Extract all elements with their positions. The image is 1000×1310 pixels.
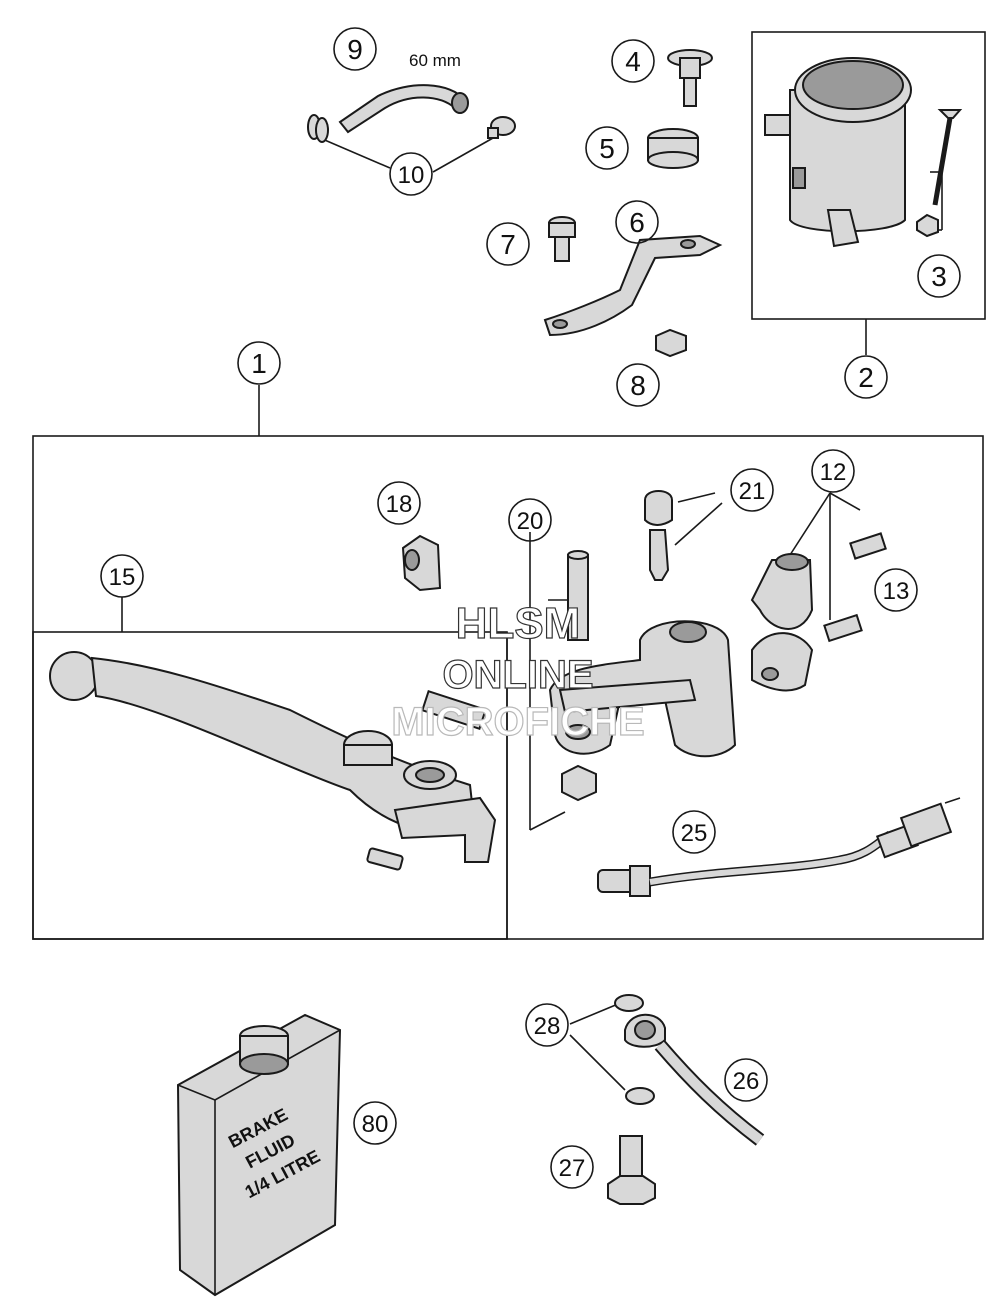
watermark-line1: HLSM — [456, 599, 581, 648]
long-screw-part — [937, 109, 963, 119]
spring-part — [366, 847, 404, 871]
hose-part — [338, 84, 467, 134]
callout-number: 27 — [559, 1155, 586, 1182]
callout-5: 5 — [585, 126, 629, 170]
callout-number: 15 — [109, 564, 136, 591]
callout-10: 10 — [389, 152, 433, 196]
callout-4: 4 — [611, 39, 655, 83]
bleed-nipple-part — [649, 529, 670, 581]
callout-13: 13 — [874, 568, 918, 612]
dimension-label: 60 mm — [409, 51, 461, 70]
clamp-part — [750, 559, 814, 630]
callout-number: 25 — [681, 820, 708, 847]
callout-number: 18 — [386, 491, 413, 518]
callout-number: 1 — [251, 348, 267, 379]
callout-number: 6 — [629, 207, 645, 238]
callout-26: 26 — [724, 1058, 768, 1102]
bleed-cap-part — [644, 490, 673, 526]
callout-1: 1 — [237, 341, 281, 385]
callout-3: 3 — [917, 254, 961, 298]
nut-part — [655, 328, 687, 358]
callout-number: 13 — [883, 578, 910, 605]
washer-part-bottom — [625, 1087, 655, 1105]
callout-15: 15 — [100, 554, 144, 598]
callout-number: 26 — [733, 1068, 760, 1095]
callout-number: 20 — [517, 508, 544, 535]
banjo-bolt-part — [607, 1135, 656, 1205]
lever-part — [49, 651, 497, 863]
callout-12: 12 — [811, 449, 855, 493]
master-cylinder-body — [548, 620, 737, 758]
callout-number: 3 — [931, 261, 947, 292]
callout-number: 4 — [625, 46, 641, 77]
brake-fluid-can: BRAKE FLUID 1/4 LITRE — [176, 1013, 342, 1297]
callout-8: 8 — [616, 363, 660, 407]
callout-number: 2 — [858, 362, 874, 393]
reservoir-frame — [751, 31, 986, 320]
callout-number: 5 — [599, 133, 615, 164]
reservoir-part — [764, 57, 912, 248]
small-nut-part — [916, 213, 939, 238]
watermark-line3: MICROFICHE — [391, 700, 644, 744]
watermark-line2: ONLINE — [442, 653, 593, 697]
callout-number: 12 — [820, 459, 847, 486]
callout-6: 6 — [615, 200, 659, 244]
brake-switch-part — [597, 797, 961, 897]
callout-number: 28 — [534, 1013, 561, 1040]
bracket-part — [543, 234, 723, 337]
callout-number: 21 — [739, 478, 766, 505]
washer-part-top — [614, 994, 644, 1012]
callout-number: 9 — [347, 34, 363, 65]
callout-28: 28 — [525, 1003, 569, 1047]
callout-number: 7 — [500, 229, 516, 260]
callout-7: 7 — [486, 222, 530, 266]
callout-number: 80 — [362, 1111, 389, 1138]
callout-number: 8 — [630, 370, 646, 401]
callout-21: 21 — [730, 468, 774, 512]
lower-nut-part — [561, 764, 597, 802]
callout-2: 2 — [844, 355, 888, 399]
brake-line-part — [624, 1013, 765, 1146]
clamp-bolt-part — [849, 532, 887, 560]
callout-18: 18 — [377, 481, 421, 525]
callout-9: 9 — [333, 27, 377, 71]
adjuster-part — [421, 689, 487, 731]
callout-20: 20 — [508, 498, 552, 542]
callout-80: 80 — [353, 1101, 397, 1145]
callout-25: 25 — [672, 810, 716, 854]
callout-number: 10 — [398, 162, 425, 189]
callout-27: 27 — [550, 1145, 594, 1189]
